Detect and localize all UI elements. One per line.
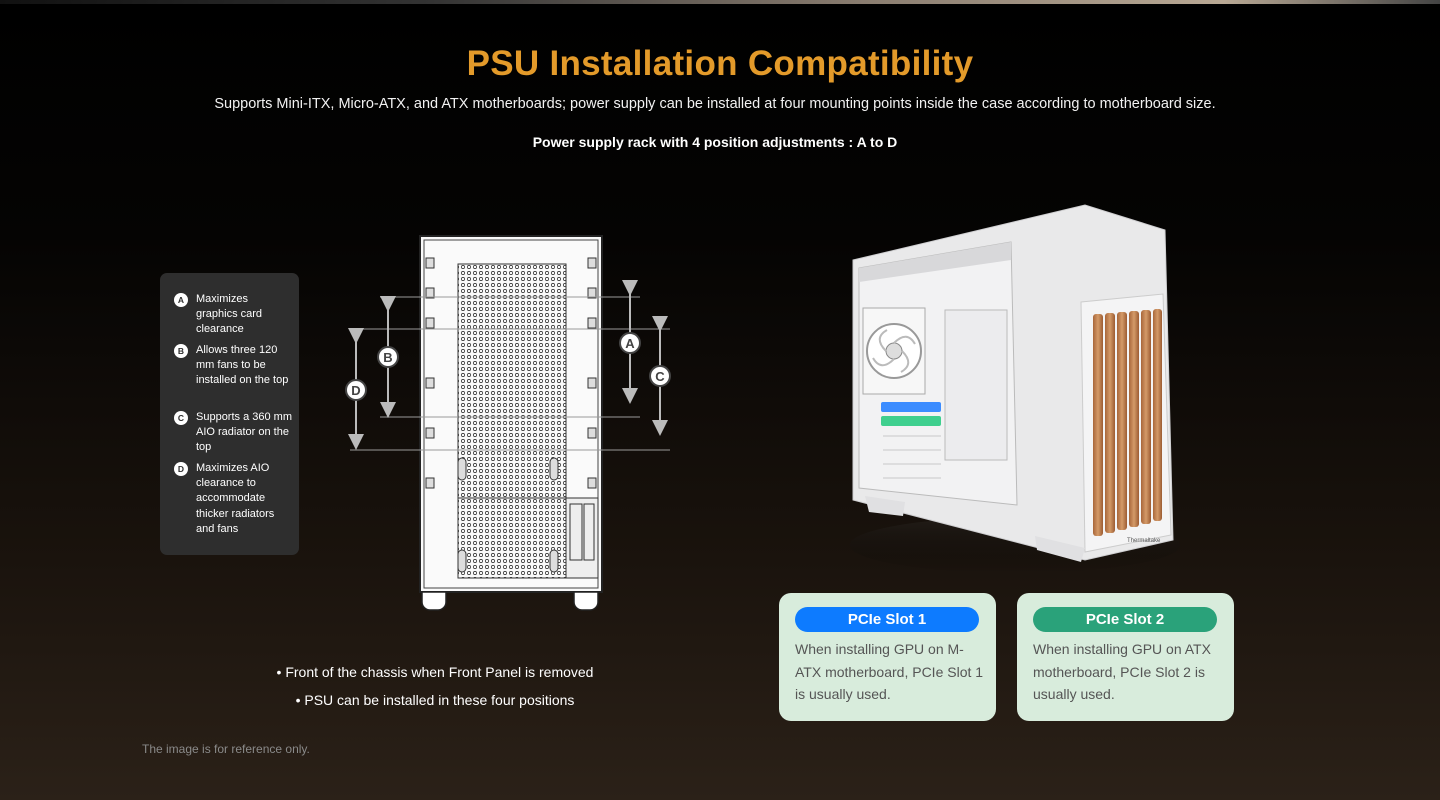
- pcie-slot-2-highlight: [881, 416, 941, 426]
- pcie-slot-2-card: PCIe Slot 2 When installing GPU on ATX m…: [1017, 593, 1234, 721]
- marker-c: C: [649, 365, 671, 387]
- pcie-slot-2-label: PCIe Slot 2: [1033, 607, 1217, 632]
- badge-a: A: [174, 293, 188, 307]
- legend-item-c: C Supports a 360 mm AIO radiator on the …: [174, 410, 292, 456]
- caption-psu-positions: • PSU can be installed in these four pos…: [295, 692, 575, 708]
- page-subtitle: Supports Mini-ITX, Micro-ATX, and ATX mo…: [214, 96, 1216, 112]
- legend-text-d: Maximizes AIO clearance to accommodate t…: [196, 462, 275, 535]
- pcie-slot-1-description: When installing GPU on M-ATX motherboard…: [795, 641, 984, 702]
- legend-text-b: Allows three 120 mm fans to be installed…: [196, 344, 289, 387]
- svg-text:B: B: [383, 350, 392, 365]
- pcie-slot-1-highlight: [881, 402, 941, 412]
- page-title: PSU Installation Compatibility: [466, 44, 974, 83]
- marker-b: B: [377, 346, 399, 368]
- svg-text:A: A: [625, 336, 635, 351]
- rack-subheading: Power supply rack with 4 position adjust…: [532, 134, 898, 150]
- thermaltake-logo: Thermaltake: [1127, 538, 1161, 544]
- legend-item-d: D Maximizes AIO clearance to accommodate…: [174, 461, 292, 537]
- badge-b: B: [174, 344, 188, 358]
- case-product-image: Thermaltake: [850, 204, 1180, 573]
- badge-d: D: [174, 462, 188, 476]
- pcie-slot-2-description: When installing GPU on ATX motherboard, …: [1033, 641, 1211, 702]
- svg-text:C: C: [655, 369, 665, 384]
- top-image-strip: [0, 0, 1440, 4]
- caption-front-chassis: • Front of the chassis when Front Panel …: [276, 664, 594, 680]
- pcie-slot-1-card: PCIe Slot 1 When installing GPU on M-ATX…: [779, 593, 996, 721]
- legend-item-a: A Maximizes graphics card clearance: [174, 292, 292, 338]
- position-legend: A Maximizes graphics card clearance B Al…: [160, 273, 299, 555]
- reference-note: The image is for reference only.: [142, 742, 310, 756]
- legend-item-b: B Allows three 120 mm fans to be install…: [174, 343, 292, 389]
- marker-d: D: [345, 379, 367, 401]
- marker-a: A: [619, 332, 641, 354]
- legend-text-c: Supports a 360 mm AIO radiator on the to…: [196, 411, 292, 454]
- pcie-slot-1-label: PCIe Slot 1: [795, 607, 979, 632]
- badge-c: C: [174, 411, 188, 425]
- chassis-front-diagram: B D A C: [345, 235, 671, 611]
- legend-text-a: Maximizes graphics card clearance: [196, 293, 263, 336]
- svg-text:D: D: [351, 383, 360, 398]
- perforated-panel: [457, 263, 567, 499]
